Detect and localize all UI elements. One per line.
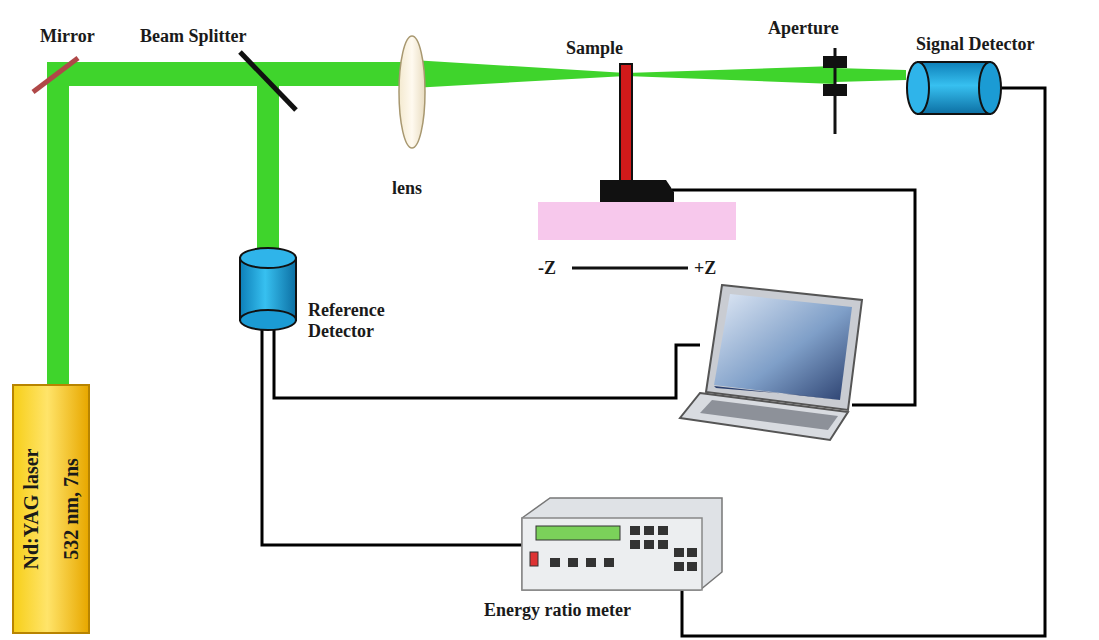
detector-label: Reference Detector — [308, 300, 406, 342]
translation-stage — [538, 202, 736, 240]
z-axis — [572, 267, 688, 270]
meter-button — [658, 526, 668, 535]
signal-detector — [907, 62, 1001, 114]
aperture — [823, 48, 847, 134]
meter-button — [674, 562, 684, 571]
meter-button — [630, 526, 640, 535]
beam-splitter — [240, 52, 296, 110]
meter-button — [658, 540, 668, 549]
sample-cell — [620, 64, 632, 182]
meter-button — [687, 548, 697, 557]
laptop — [680, 285, 862, 440]
signal-wires — [262, 88, 1045, 636]
meter-button — [644, 526, 654, 535]
sample-holder — [600, 180, 674, 205]
meter-button — [674, 548, 684, 557]
meter-button — [630, 540, 640, 549]
meter-button — [586, 558, 596, 567]
axis-label: +Z — [694, 258, 716, 279]
splitter-label: Beam Splitter — [140, 26, 246, 47]
meter-button — [550, 558, 560, 567]
reference-wire — [262, 330, 522, 545]
detector-label: Signal Detector — [916, 34, 1034, 55]
aperture-label: Aperture — [768, 18, 839, 39]
meter-button — [644, 540, 654, 549]
laser-text: Nd:YAG laser — [20, 449, 44, 570]
meter-button — [687, 562, 697, 571]
reference-detector — [240, 248, 296, 330]
energy-ratio-meter — [522, 498, 722, 590]
sample-label: Sample — [566, 38, 623, 59]
mirror-label: Mirror — [40, 26, 95, 47]
mirror — [33, 58, 78, 92]
lens — [399, 36, 425, 148]
meter-button — [568, 558, 578, 567]
axis-label: -Z — [538, 258, 556, 279]
meter-label: Energy ratio meter — [484, 600, 631, 621]
meter-button — [604, 558, 614, 567]
laser-text: 532 nm, 7ns — [58, 458, 82, 560]
signal-wire — [682, 88, 1045, 636]
lens-label: lens — [392, 178, 422, 199]
laser-box: Nd:YAG laser 532 nm, 7ns — [12, 384, 90, 634]
